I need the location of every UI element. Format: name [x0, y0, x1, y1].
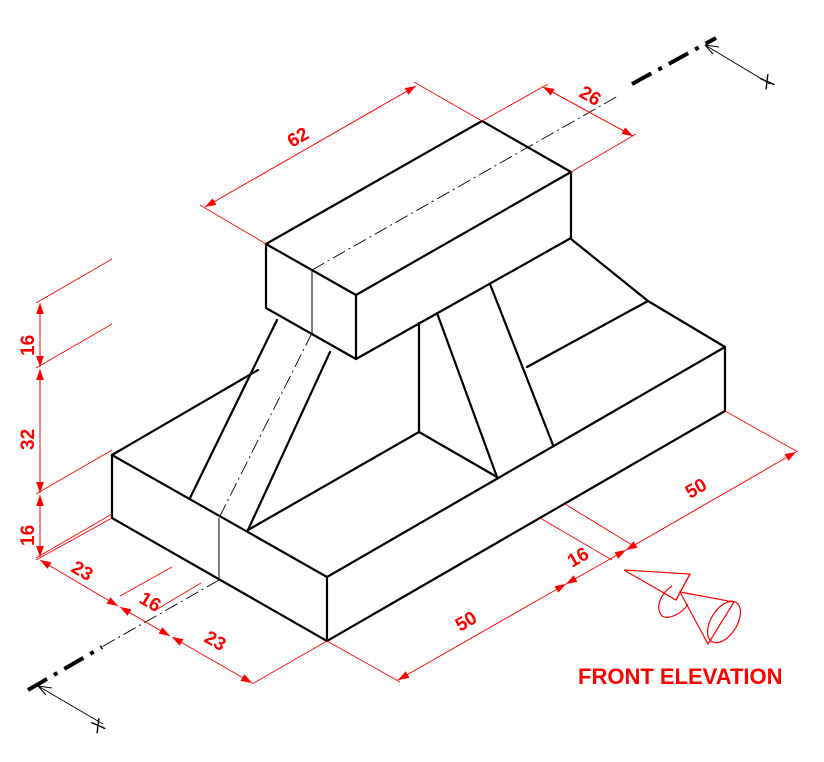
dimension-label-50-lower: 50 [452, 608, 481, 637]
dimension-label-16-upper: 16 [18, 335, 39, 356]
dimension-label-16-lower: 16 [18, 525, 39, 546]
web-rib [188, 237, 650, 532]
dimension-label-23-right: 23 [201, 627, 230, 656]
section-label-top: X [757, 70, 777, 93]
front-elevation-label: FRONT ELEVATION [578, 664, 783, 689]
view-direction-arrow [623, 569, 742, 646]
dimension-base-front: 50 16 50 [326, 410, 799, 683]
dimension-top-length: 62 [199, 81, 483, 245]
base-block [110, 299, 727, 643]
dimension-label-16-left: 16 [136, 588, 165, 617]
section-label-bottom: X [88, 714, 108, 737]
dimension-label-23-left: 23 [68, 557, 97, 586]
dimension-label-50-upper: 50 [682, 475, 711, 504]
dimension-heights: 16 32 16 [18, 258, 113, 559]
top-block [264, 119, 573, 361]
dimension-label-32: 32 [18, 429, 39, 450]
dimension-top-width: 26 [481, 82, 637, 173]
section-line-top: X [631, 36, 777, 93]
center-line [99, 95, 619, 649]
dimension-label-16-front: 16 [564, 544, 593, 573]
section-line-bottom: X [26, 645, 108, 737]
